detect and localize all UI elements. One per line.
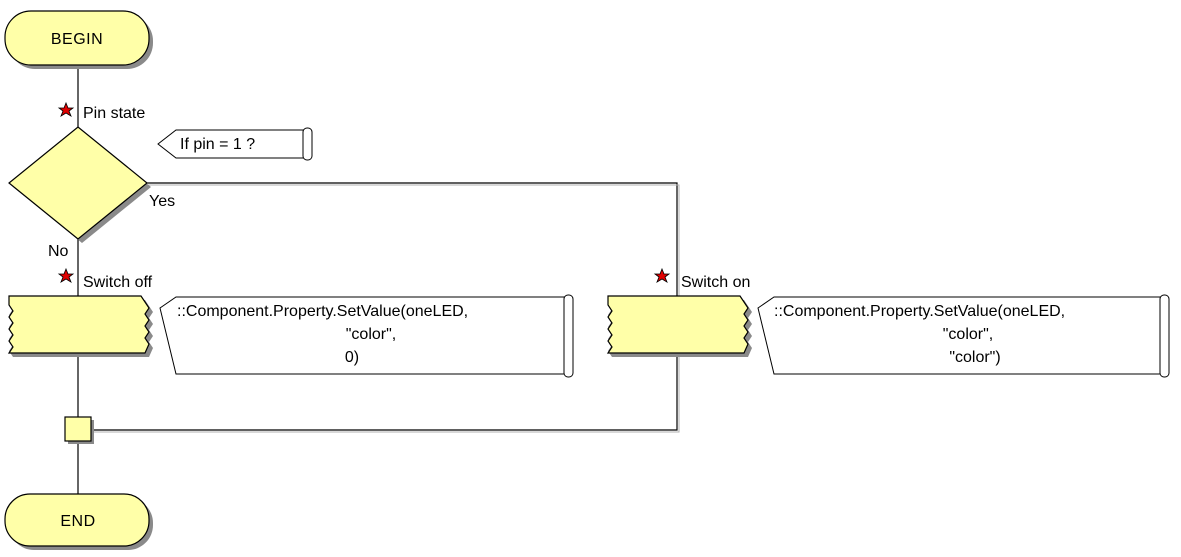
begin-terminal[interactable]: BEGIN (4, 10, 153, 69)
star-icon (57, 267, 75, 283)
switch-on-code-line-2: "color", (943, 326, 993, 343)
junction-node[interactable] (64, 416, 94, 444)
connector-lines (77, 64, 678, 495)
yes-label: Yes (149, 193, 175, 210)
switch-off-block[interactable] (7, 295, 153, 357)
end-label: END (60, 513, 95, 530)
line-yes-branch (146, 182, 678, 296)
switch-on-name: Switch on (681, 274, 750, 291)
switch-off-code-comment[interactable]: ::Component.Property.SetValue(oneLED, "c… (159, 294, 574, 378)
switch-on-code-line-1: ::Component.Property.SetValue(oneLED, (774, 303, 1065, 320)
switch-on-code-line-3: "color") (949, 349, 1000, 366)
switch-on-code-comment[interactable]: ::Component.Property.SetValue(oneLED, "c… (757, 294, 1170, 378)
switch-off-name: Switch off (83, 274, 153, 291)
switch-on-block[interactable] (606, 295, 752, 357)
decision-comment[interactable]: If pin = 1 ? (157, 127, 313, 161)
switch-off-code-line-3: 0) (345, 349, 359, 366)
begin-label: BEGIN (51, 31, 103, 48)
star-icon (653, 267, 671, 283)
no-label: No (48, 243, 69, 260)
line-switch-on-to-junction (92, 353, 678, 431)
star-icon (57, 101, 75, 117)
decision-name: Pin state (83, 105, 145, 122)
switch-off-code-line-1: ::Component.Property.SetValue(oneLED, (177, 303, 468, 320)
decision-pin-state[interactable] (8, 126, 151, 243)
decision-comment-text: If pin = 1 ? (180, 136, 255, 153)
connector-shadows (92, 184, 680, 433)
switch-off-code-line-2: "color", (346, 326, 396, 343)
end-terminal[interactable]: END (4, 493, 153, 550)
